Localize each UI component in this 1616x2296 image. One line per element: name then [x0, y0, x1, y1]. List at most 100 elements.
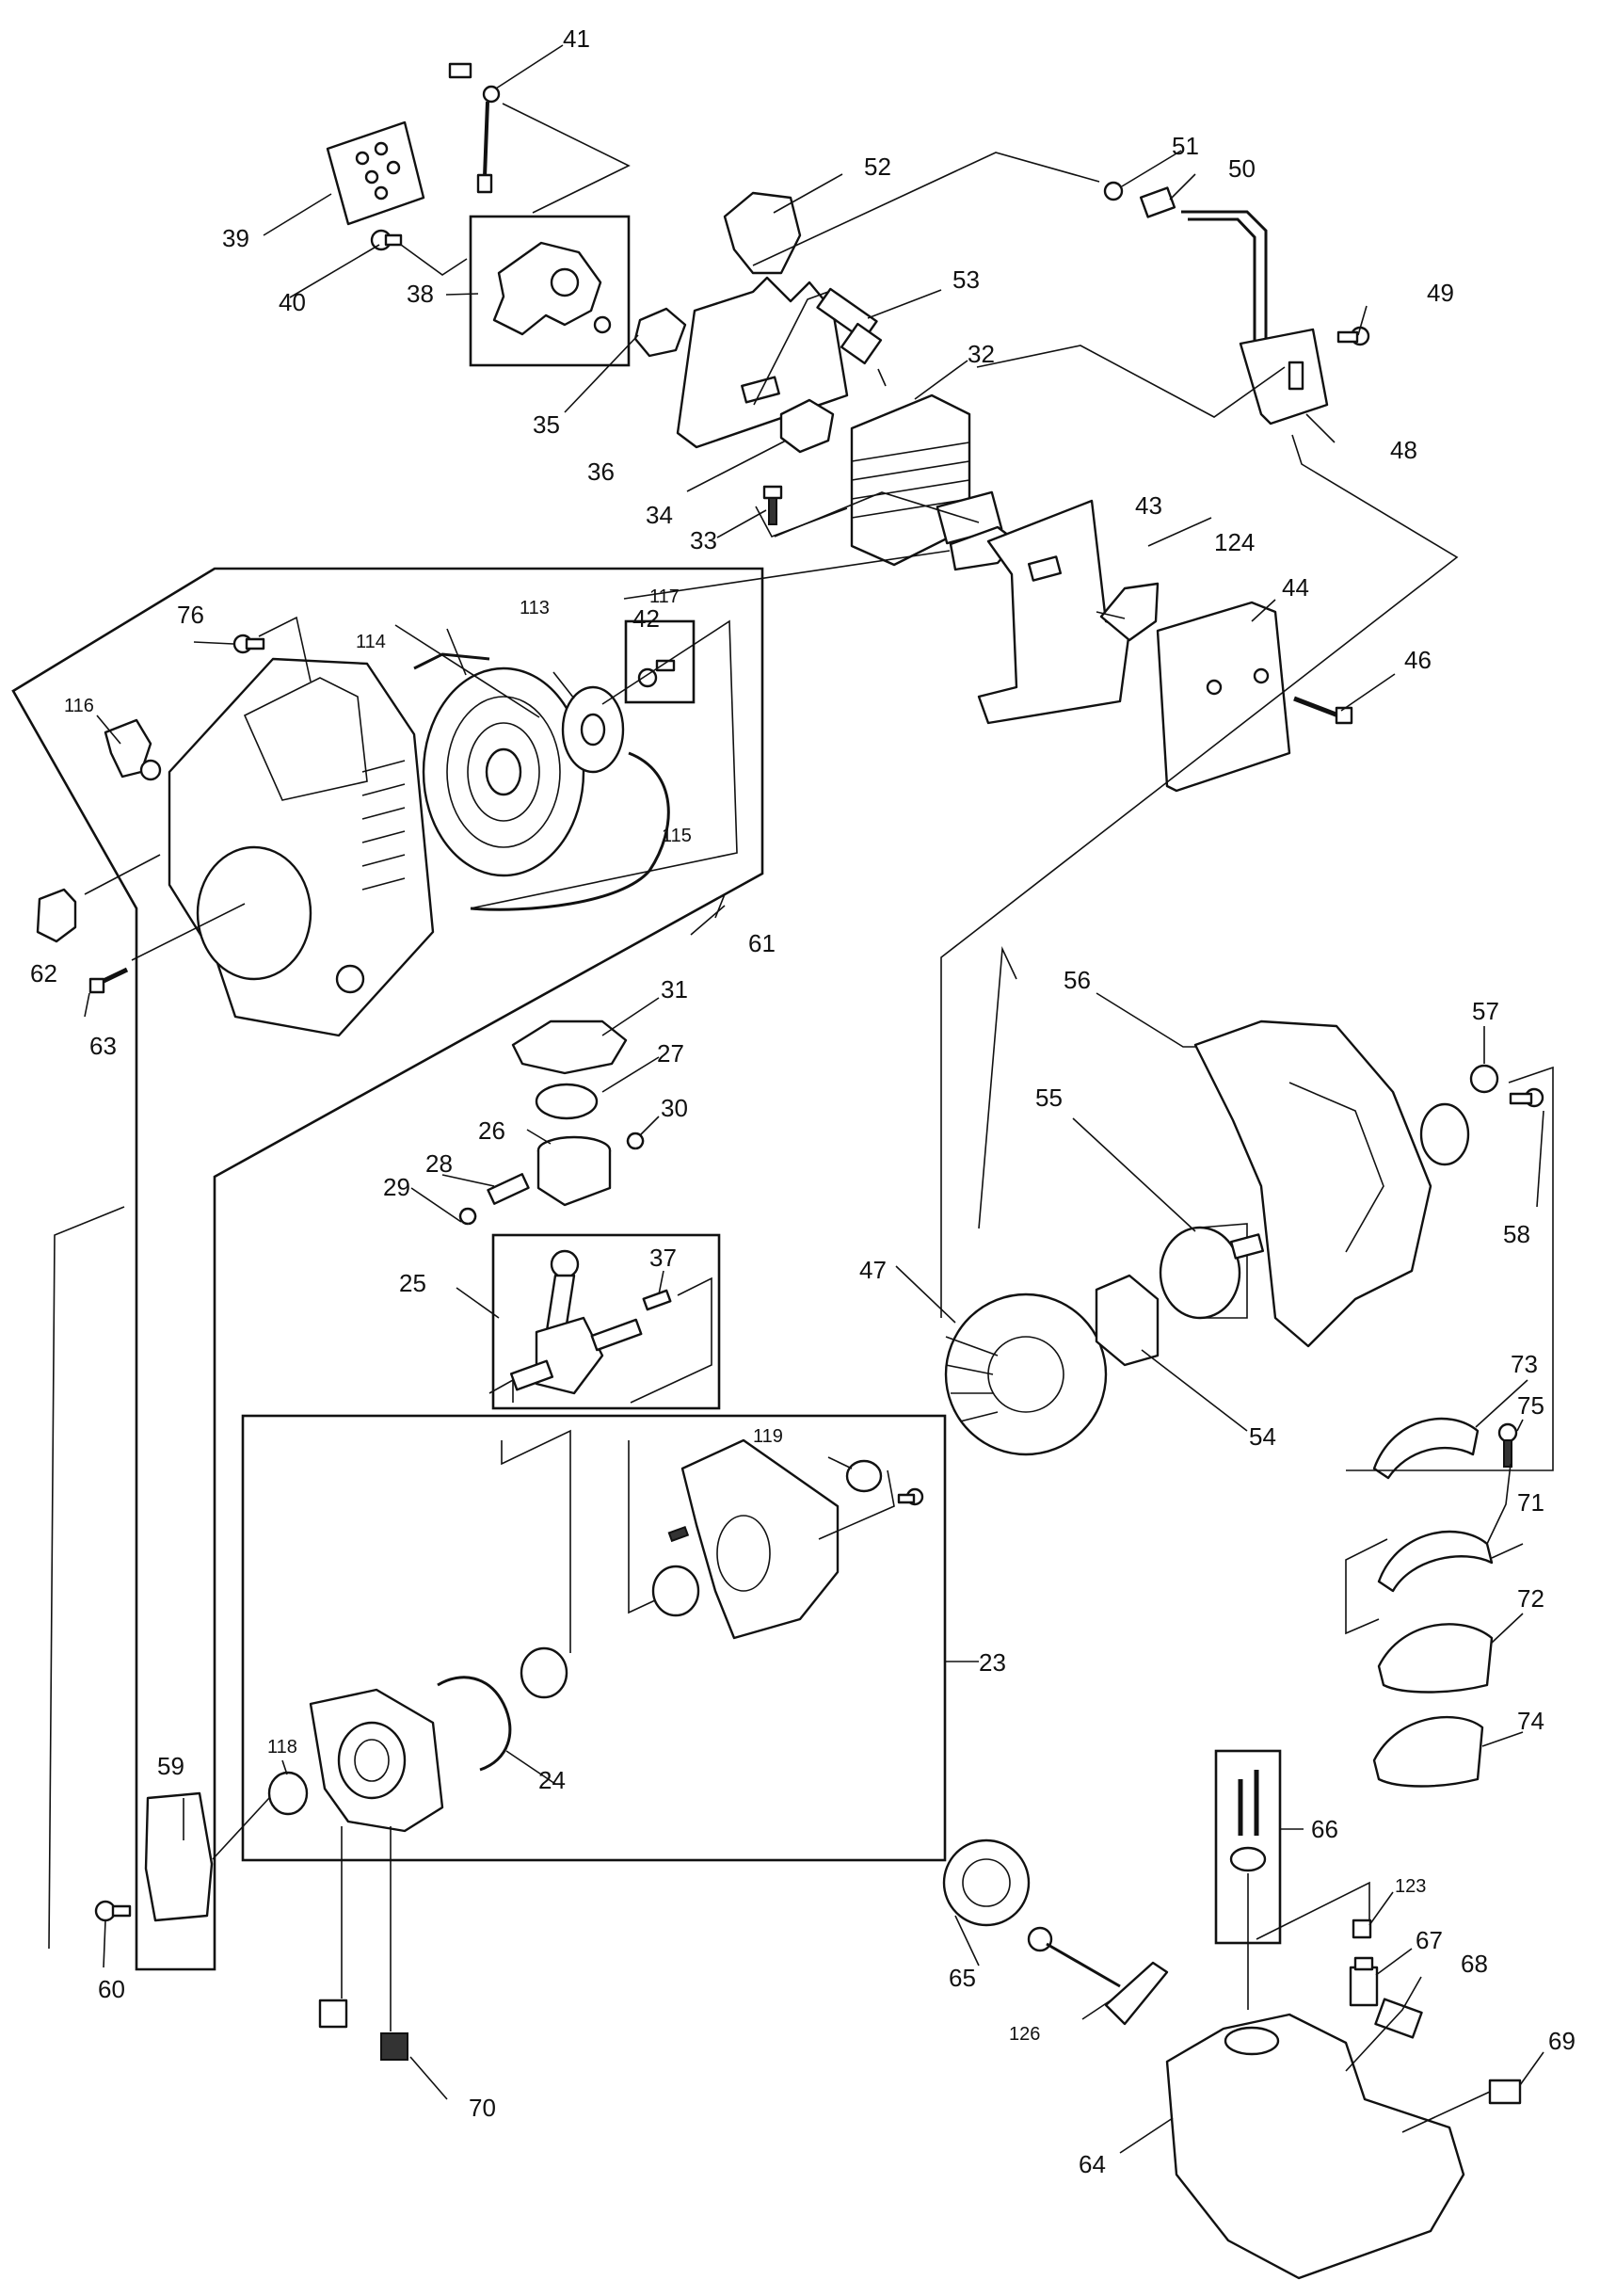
- callout-60: 60: [98, 1975, 125, 2003]
- part-23-bearing-left: [520, 1646, 568, 1699]
- part-23-bearing-right: [651, 1565, 700, 1617]
- callout-117: 117: [649, 586, 680, 607]
- callout-70: 70: [469, 2094, 496, 2122]
- part-26-piston: [536, 1135, 612, 1207]
- part-53-spark-plug: [816, 287, 883, 365]
- callout-57: 57: [1472, 997, 1499, 1025]
- part-39-plate: [326, 120, 425, 226]
- part-74-clamp: [1372, 1715, 1484, 1788]
- callout-64: 64: [1079, 2150, 1106, 2178]
- part-28-piston-pin: [487, 1173, 530, 1205]
- part-31-gasket: [511, 1020, 628, 1075]
- crankcase-group-frame: [241, 1414, 947, 1862]
- bolt-117-group-frame: [624, 619, 696, 704]
- callout-47: 47: [859, 1256, 887, 1284]
- callout-40: 40: [279, 288, 306, 316]
- part-32-cylinder: [850, 393, 1003, 567]
- part-23-crankcase-left: [309, 1688, 444, 1833]
- part-29-clip: [458, 1207, 477, 1226]
- part-66-fuel-pipe: [1229, 1770, 1267, 1872]
- callout-114: 114: [356, 632, 386, 652]
- part-118-oil-seal: [267, 1771, 309, 1816]
- callout-32: 32: [968, 340, 995, 368]
- part-70-damper: [380, 2032, 408, 2061]
- callout-119: 119: [753, 1426, 783, 1447]
- callout-67: 67: [1416, 1926, 1443, 1954]
- callout-76: 76: [177, 601, 204, 629]
- callout-62: 62: [30, 959, 57, 987]
- part-61-starter-housing: [168, 657, 435, 1037]
- recoil-starter-group-frame: [11, 567, 764, 1971]
- callout-33: 33: [690, 526, 717, 554]
- callout-34: 34: [646, 501, 673, 529]
- callout-75: 75: [1517, 1391, 1544, 1420]
- callout-39: 39: [222, 224, 249, 252]
- part-67-fuel-filter: [1349, 1956, 1379, 2007]
- part-68-gasket: [1374, 1998, 1423, 2039]
- part-51-nut: [1103, 181, 1124, 201]
- part-44-muffler: [1156, 601, 1291, 793]
- callout-27: 27: [657, 1039, 684, 1068]
- callout-29: 29: [383, 1173, 410, 1201]
- part-60-bolt: [94, 1900, 132, 1922]
- callout-44: 44: [1282, 573, 1309, 602]
- part-70-damper-outline: [318, 1999, 348, 2029]
- callout-51: 51: [1172, 132, 1199, 160]
- part-33-stud: [762, 485, 783, 525]
- callout-41: 41: [563, 24, 590, 53]
- callout-123: 123: [1395, 1876, 1426, 1897]
- part-24-gasket: [437, 1676, 512, 1772]
- callout-36: 36: [587, 458, 615, 486]
- part-117-bolt-nut: [637, 659, 676, 688]
- callout-46: 46: [1404, 646, 1432, 674]
- part-34-gasket: [779, 398, 835, 454]
- part-37-pin: [642, 1289, 672, 1311]
- part-64-fuel-tank: [1165, 2013, 1465, 2280]
- callout-69: 69: [1548, 2027, 1576, 2055]
- callout-113: 113: [520, 598, 550, 618]
- callout-48: 48: [1390, 436, 1417, 464]
- part-114-reel-spring: [413, 652, 585, 877]
- callout-52: 52: [864, 153, 891, 181]
- callout-labels: 41 39 40 38 35 36 34 33 52 53 32 42 43 1…: [30, 24, 1576, 2178]
- part-72-clamp: [1377, 1623, 1494, 1694]
- crankshaft-group-frame: [491, 1233, 721, 1410]
- part-65-tank-cap: [942, 1838, 1031, 1927]
- part-23-dowel-pin: [667, 1525, 690, 1543]
- callout-25: 25: [399, 1269, 426, 1297]
- callout-116: 116: [64, 696, 94, 716]
- part-50-gasket: [1139, 186, 1176, 218]
- callout-31: 31: [661, 975, 688, 1003]
- callout-65: 65: [949, 1964, 976, 1992]
- part-113-pulley: [561, 685, 625, 774]
- callout-54: 54: [1249, 1422, 1276, 1451]
- part-40-screw: [370, 229, 403, 251]
- part-76-screw: [232, 634, 265, 654]
- callout-26: 26: [478, 1116, 505, 1145]
- part-23-crankcase-right: [680, 1438, 840, 1640]
- part-116-starter-handle: [104, 718, 162, 781]
- part-43-muffler-bracket: [977, 499, 1131, 725]
- part-126-primer: [1027, 1926, 1169, 2026]
- callout-28: 28: [425, 1149, 453, 1178]
- part-71-clamp: [1377, 1530, 1494, 1593]
- part-59-grip: [144, 1791, 214, 1922]
- callout-68: 68: [1461, 1950, 1488, 1978]
- callout-35: 35: [533, 410, 560, 439]
- callout-43: 43: [1135, 491, 1162, 520]
- part-46-bolt: [1293, 696, 1353, 725]
- part-47-flywheel: [944, 1293, 1108, 1456]
- callout-49: 49: [1427, 279, 1454, 307]
- part-49-screw: [1336, 326, 1370, 346]
- leader-lines: [48, 44, 1554, 2154]
- callout-23: 23: [979, 1648, 1006, 1677]
- callout-42: 42: [632, 604, 660, 633]
- part-119-oil-seal: [845, 1459, 883, 1493]
- part-123-clip: [1352, 1919, 1372, 1939]
- part-62-knob: [36, 888, 77, 943]
- callout-55: 55: [1035, 1084, 1063, 1112]
- part-124-spark-arrester: [1099, 582, 1160, 642]
- callout-37: 37: [649, 1244, 677, 1272]
- part-38-carburetor: [492, 241, 612, 336]
